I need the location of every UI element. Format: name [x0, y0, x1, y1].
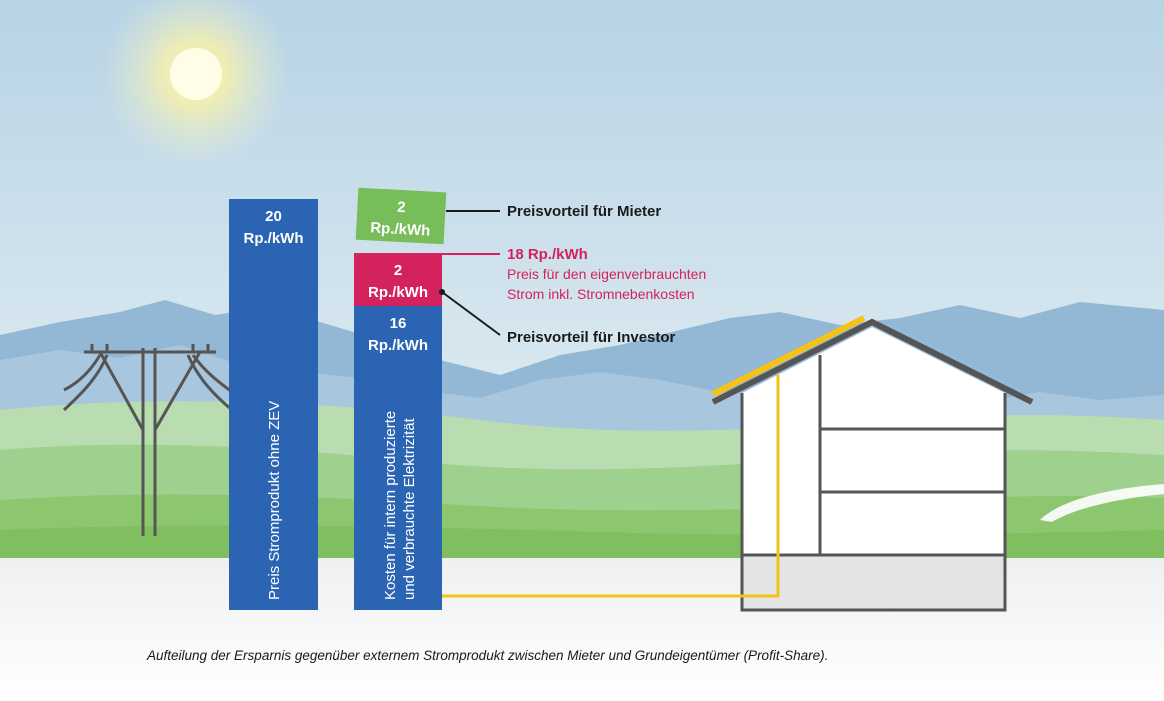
bar-right-tenant-value-unit: Rp./kWh	[370, 219, 431, 239]
bar-right-label-line1: Kosten für intern produzierte	[382, 411, 399, 600]
bar-right-cost-value-number: 16	[390, 315, 407, 332]
bar-right-label-line2: und verbrauchte Elektrizität	[401, 417, 418, 600]
bar-right-tenant-value-number: 2	[397, 199, 406, 216]
bar-right-cost-value-unit: Rp./kWh	[368, 337, 428, 354]
bar-right-investor-value-number: 2	[394, 262, 402, 279]
road	[1040, 484, 1164, 522]
house-icon	[711, 315, 1034, 612]
bar-right-cost-segment	[354, 306, 442, 610]
bar-left-value-number: 20	[265, 208, 282, 225]
bar-right-tenant-segment	[355, 187, 447, 245]
bar-left-group: 20 Rp./kWh Preis Stromprodukt ohne ZEV	[229, 199, 318, 610]
bar-right-investor-value-unit: Rp./kWh	[368, 284, 428, 301]
callout-tenant-text: Preisvorteil für Mieter	[507, 203, 661, 220]
sun-icon	[101, 0, 291, 169]
bar-left-label: Preis Stromprodukt ohne ZEV	[266, 401, 283, 600]
callout-investor-text: Preisvorteil für Investor	[507, 329, 676, 346]
bar-left-value-unit: Rp./kWh	[244, 230, 304, 247]
caption: Aufteilung der Ersparnis gegenüber exter…	[147, 648, 829, 663]
power-pylon-icon	[62, 344, 233, 536]
callout-price-line1: Preis für den eigenverbrauchten	[507, 266, 706, 282]
solar-panel-icon	[711, 315, 866, 397]
bar-left	[229, 199, 318, 610]
callout-price-title: 18 Rp./kWh	[507, 246, 588, 263]
callout-tenant: Preisvorteil für Mieter	[446, 203, 661, 220]
bar-right-group: 16 Rp./kWh Kosten für intern produzierte…	[354, 187, 447, 610]
callout-investor: Preisvorteil für Investor	[439, 289, 676, 346]
house-basement	[742, 555, 1005, 610]
bar-right-tenant-segment-group: 2 Rp./kWh	[355, 187, 447, 245]
house-body	[742, 327, 1005, 610]
house-roof	[711, 318, 1034, 405]
callout-price-line2: Strom inkl. Stromnebenkosten	[507, 286, 695, 302]
bar-right-investor-segment	[354, 253, 442, 306]
callout-price: 18 Rp./kWh Preis für den eigenverbraucht…	[442, 246, 706, 302]
power-wire	[442, 375, 780, 598]
